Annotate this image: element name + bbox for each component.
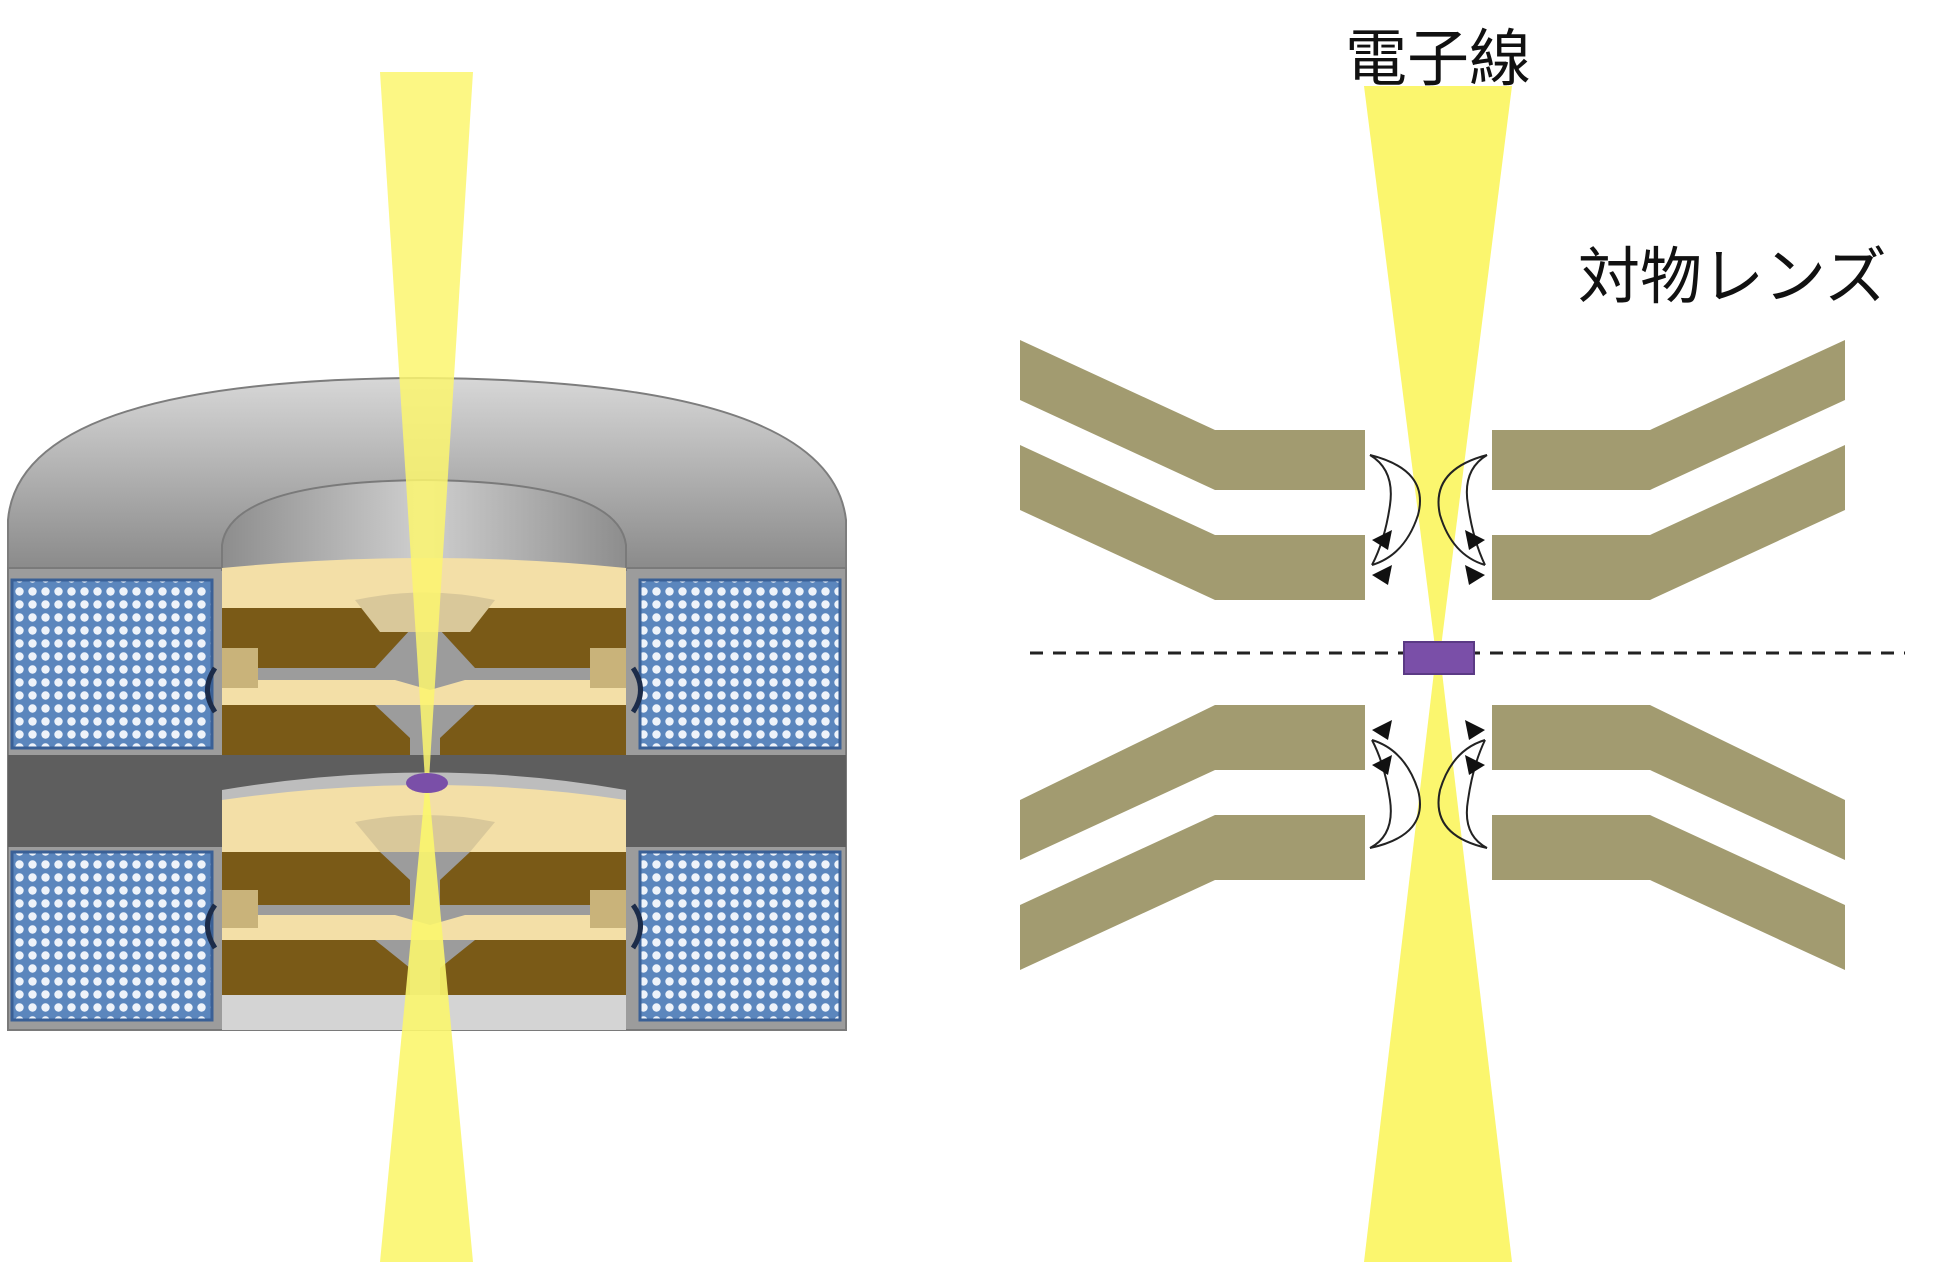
pole-piece-lower-right-2: [1492, 815, 1845, 970]
specimen-left: [406, 773, 448, 793]
pole-piece-upper-right-1: [1492, 340, 1845, 490]
lens-schematic: 電子線 対物レンズ: [1020, 22, 1905, 1262]
lens-cutaway-illustration: [8, 72, 846, 1262]
coil-lower-left: [12, 852, 212, 1020]
coil-lower-right: [640, 852, 840, 1020]
label-objective-lens: 対物レンズ: [1578, 240, 1887, 313]
coil-upper-left: [12, 580, 212, 748]
coil-upper-right: [640, 580, 840, 748]
pole-piece-lower-left-2: [1020, 815, 1365, 970]
label-electron-beam: 電子線: [1345, 22, 1531, 95]
specimen-right: [1404, 642, 1474, 674]
pole-piece-upper-left-1: [1020, 340, 1365, 490]
